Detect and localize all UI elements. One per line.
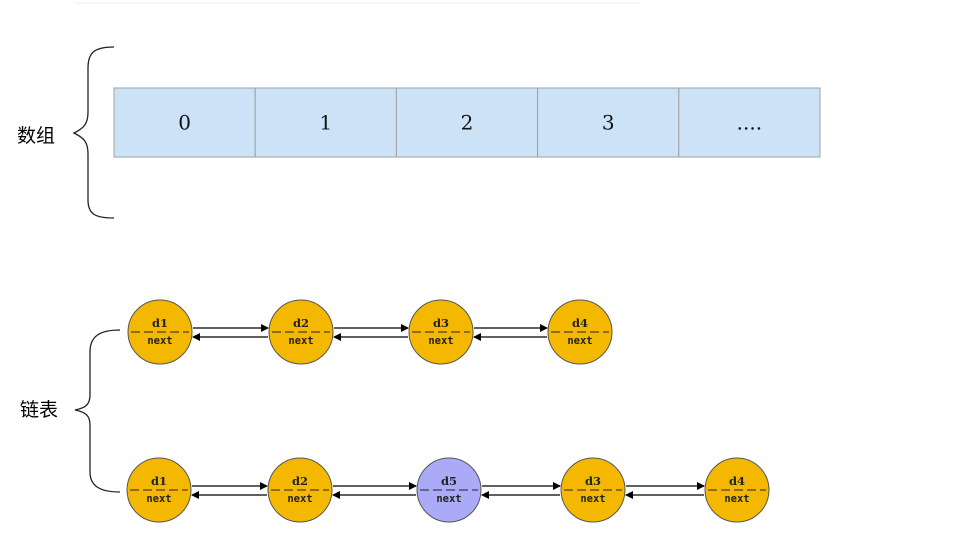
list-node: d1 next	[127, 299, 193, 365]
node-next-label: next	[580, 493, 605, 505]
array-cell	[395, 87, 539, 158]
node-data-label: d4	[572, 316, 588, 330]
node-data-label: d4	[729, 474, 745, 488]
array-cell	[113, 87, 256, 158]
linked-list-section: 链表 d1 next d2 next d3 next d4 next d1 next d2 next…	[20, 299, 770, 523]
node-next-label: next	[428, 335, 453, 347]
array-cell	[254, 87, 397, 158]
linked-list-row-2: d1 next d2 next d5 next d3 next d4 next	[126, 457, 770, 523]
node-data-label: d1	[151, 474, 167, 488]
node-data-label: d3	[433, 316, 449, 330]
array-cell-label: 2	[461, 111, 474, 135]
linked-list-label: 链表	[20, 399, 58, 421]
list-node-inserted: d5 next	[416, 457, 482, 523]
list-node: d2 next	[267, 457, 333, 523]
linked-list-brace	[74, 329, 121, 493]
list-node: d3 next	[560, 457, 626, 523]
array-cell-label: 0	[178, 111, 191, 135]
array-label: 数组	[17, 125, 55, 147]
node-next-label: next	[567, 335, 592, 347]
list-node: d4 next	[704, 457, 770, 523]
array-cells: 0 1 2 3....	[113, 87, 821, 158]
node-next-label: next	[287, 493, 312, 505]
list-node: d1 next	[126, 457, 192, 523]
array-cell	[678, 87, 821, 158]
node-next-label: next	[147, 335, 172, 347]
array-cell-label: 3	[602, 111, 615, 135]
node-next-label: next	[146, 493, 171, 505]
list-node: d2 next	[268, 299, 334, 365]
list-node: d3 next	[408, 299, 474, 365]
node-data-label: d3	[585, 474, 601, 488]
array-section: 数组 0 1 2 3....	[17, 46, 821, 219]
linked-list-row-1: d1 next d2 next d3 next d4 next	[127, 299, 613, 365]
node-next-label: next	[724, 493, 749, 505]
node-data-label: d2	[293, 316, 309, 330]
node-data-label: d1	[152, 316, 168, 330]
node-next-label: next	[288, 335, 313, 347]
node-data-label: d5	[441, 474, 457, 488]
node-data-label: d2	[292, 474, 308, 488]
node-next-label: next	[436, 493, 461, 505]
array-cell-label: ....	[737, 111, 762, 135]
list-node: d4 next	[547, 299, 613, 365]
array-cell-label: 1	[319, 111, 332, 135]
array-brace	[72, 46, 115, 219]
